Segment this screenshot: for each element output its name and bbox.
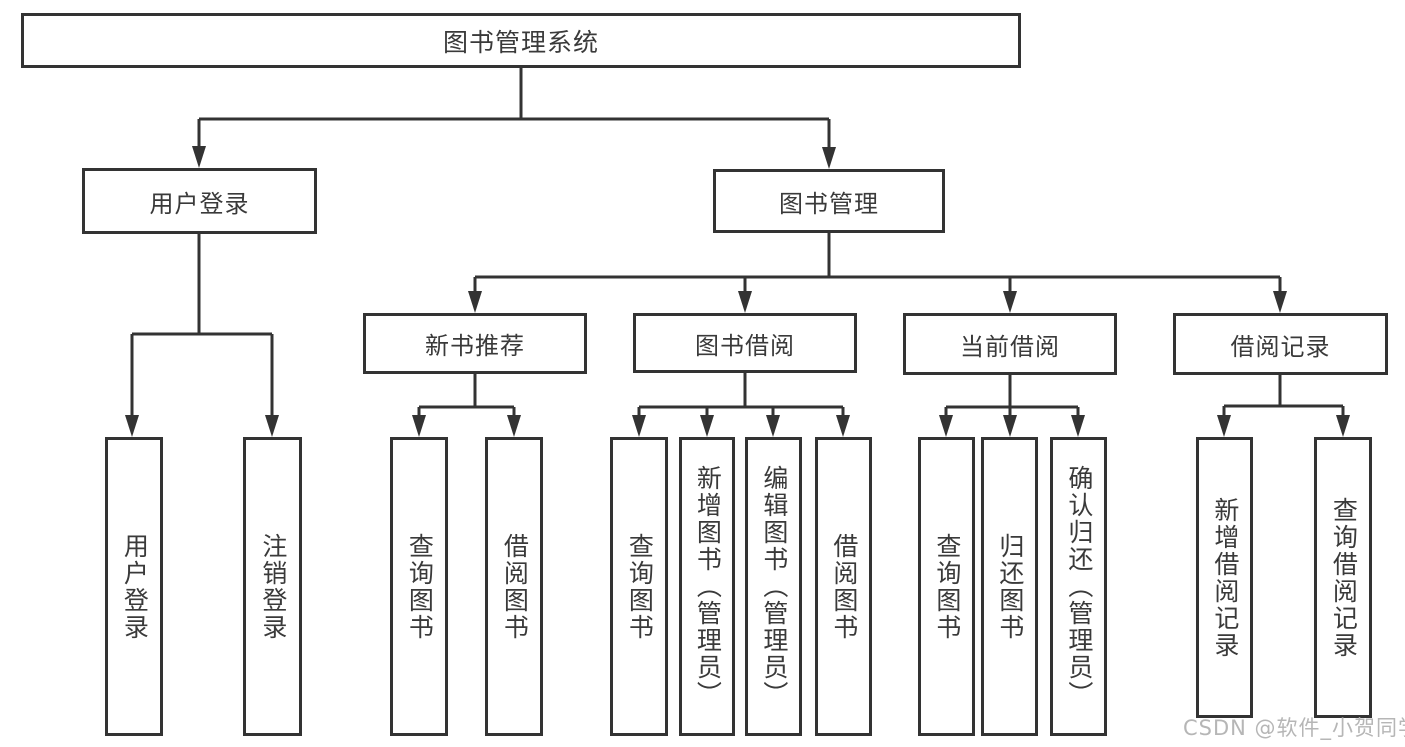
leaf-return-books: 归还图书 (981, 437, 1038, 736)
leaf-confirm-return-admin: 确认归还（管理员） (1050, 437, 1107, 736)
node-new-book-recommend: 新书推荐 (363, 313, 587, 374)
node-current-borrow: 当前借阅 (903, 313, 1117, 375)
leaf-query-books-current: 查询图书 (918, 437, 975, 736)
leaf-borrow-books: 借阅图书 (815, 437, 872, 736)
leaf-query-books-recommend: 查询图书 (390, 437, 448, 736)
leaf-logout: 注销登录 (243, 437, 302, 736)
node-book-management: 图书管理 (713, 169, 945, 233)
node-book-borrow: 图书借阅 (633, 313, 857, 373)
leaf-edit-books-admin: 编辑图书（管理员） (745, 437, 802, 736)
leaf-query-books-borrow: 查询图书 (610, 437, 668, 736)
leaf-add-borrow-record: 新增借阅记录 (1196, 437, 1253, 718)
node-user-login: 用户登录 (82, 168, 317, 234)
arrowheads (125, 146, 1350, 437)
leaf-user-login: 用户登录 (105, 437, 163, 736)
leaf-query-borrow-record: 查询借阅记录 (1314, 437, 1372, 718)
node-system-root: 图书管理系统 (21, 13, 1021, 68)
leaf-add-books-admin: 新增图书（管理员） (679, 437, 735, 736)
leaf-borrow-books-recommend: 借阅图书 (485, 437, 543, 736)
csdn-watermark: CSDN @软件_小贺同学 (1183, 716, 1405, 740)
node-borrow-records: 借阅记录 (1173, 313, 1388, 375)
